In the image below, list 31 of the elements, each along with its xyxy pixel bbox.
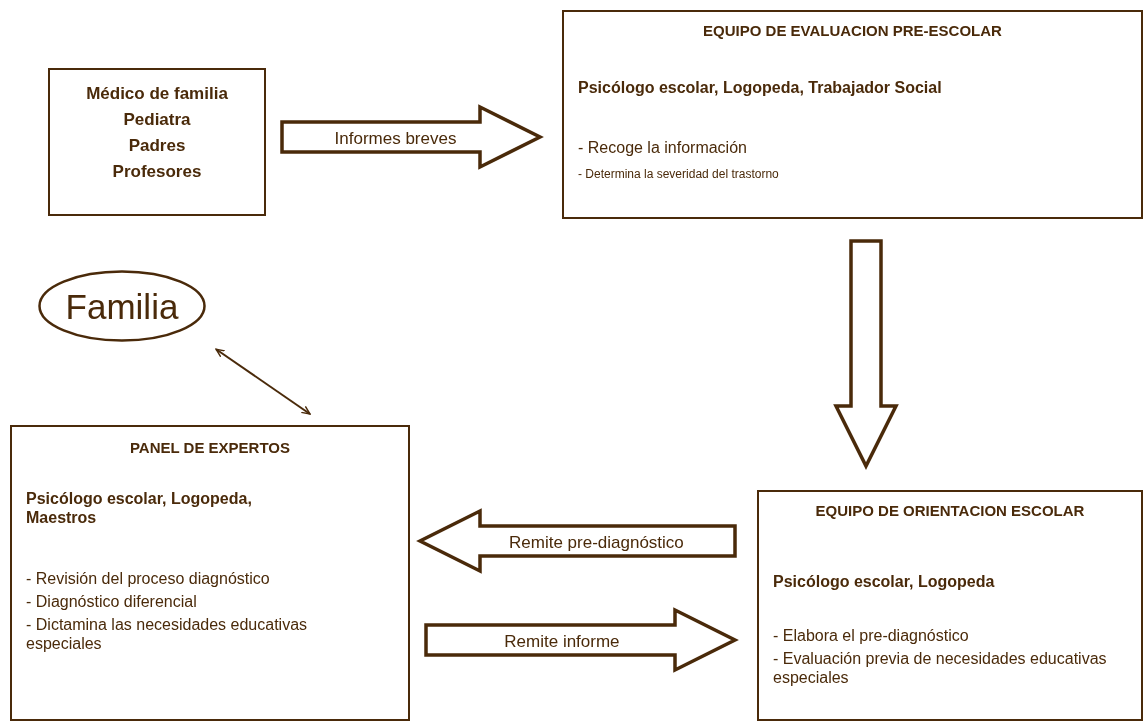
node-text: Padres [127,136,187,157]
heading: EQUIPO DE EVALUACION PRE-ESCOLAR [702,22,1003,40]
node-text: - Determina la severidad del trastorno [578,167,780,182]
node-text: - Diagnóstico diferencial [26,592,198,612]
edge-label: Informes breves [334,129,457,147]
node-text: - Revisión del proceso diagnóstico [26,569,271,589]
heading: EQUIPO DE ORIENTACION ESCOLAR [814,502,1086,520]
block-arrow [424,607,739,673]
node-text: - Evaluación previa de necesidades educativas especiales [773,649,1108,688]
heading: PANEL DE EXPERTOS [128,439,291,457]
arrow [215,348,311,415]
team-box [757,490,1143,721]
edge-label: Remite pre-diagnóstico [509,533,684,551]
block-arrow [280,104,544,170]
node-text: Profesores [111,162,203,183]
node-text: - Recoge la información [578,138,748,158]
panel-box [10,425,410,721]
node-text: Psicólogo escolar, Logopeda, Trabajador Social [578,78,943,98]
node-text: - Elabora el pre-diagnóstico [773,626,970,646]
node-text: Pediatra [122,110,192,131]
node-text: Familia [64,286,180,328]
node-text: Médico de familia [85,84,229,105]
family-ellipse [38,270,206,342]
team-box [562,10,1143,219]
block-arrow [833,239,899,470]
block-arrow [416,508,737,574]
edge-label: Remite informe [504,632,620,650]
node-text: Psicólogo escolar, Logopeda [773,572,996,592]
source-box [48,68,266,216]
node-text: - Dictamina las necesidades educativas especiales [26,615,309,654]
node-text: Psicólogo escolar, Logopeda, Maestros [26,489,253,528]
